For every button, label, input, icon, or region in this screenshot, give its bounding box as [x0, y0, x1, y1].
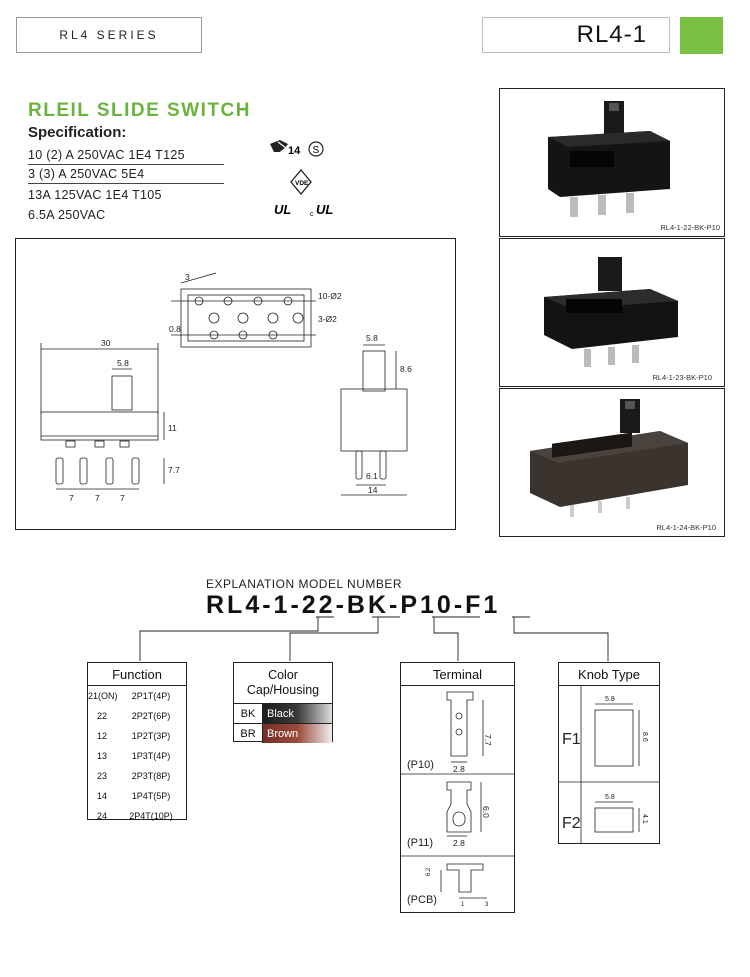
dim-text: 6.2 — [426, 867, 432, 876]
terminal-title: Terminal — [401, 663, 514, 686]
dim-text: 5.8 — [117, 358, 129, 368]
color-row: BK Black — [234, 703, 332, 723]
spec-line-3: 13A 125VAC 1E4 T105 — [28, 188, 162, 202]
photo-caption: RL4-1-23-BK-P10 — [652, 373, 712, 382]
photo-caption: RL4-1-24-BK-P10 — [656, 523, 716, 532]
dim-text: 8.6 — [641, 732, 648, 742]
connector-lines — [139, 616, 609, 661]
switch-photo-icon: RL4-1-24-BK-P10 — [530, 399, 716, 532]
enec-number: 14 — [288, 145, 301, 157]
dim-text: 3 — [185, 272, 190, 282]
function-row: 21(ON)2P1T(4P) — [88, 691, 171, 701]
dim-text: 7.7 — [483, 734, 493, 746]
color-title: Color Cap/Housing — [234, 663, 332, 703]
switch-photo-icon: RL4-1-22-BK-P10 — [548, 101, 720, 232]
spec-heading: Specification: — [28, 124, 127, 141]
dim-text: 7 — [120, 493, 125, 503]
series-label: RL4 SERIES — [16, 17, 202, 53]
dim-text: 6.0 — [481, 806, 491, 818]
dim-text: 5.8 — [605, 794, 615, 801]
dim-text: 1 — [461, 902, 465, 908]
accent-square — [680, 17, 723, 54]
dim-text: 3-Ø2 — [318, 314, 337, 324]
function-title: Function — [88, 663, 186, 686]
dim-text: 4.1 — [641, 814, 648, 824]
dim-text: 30 — [101, 338, 111, 348]
color-row: BR Brown — [234, 723, 332, 743]
color-swatch-brown: Brown — [263, 724, 332, 743]
spec-rule — [28, 183, 224, 184]
model-title: RL4-1 — [482, 17, 670, 53]
dim-text: 7.7 — [168, 465, 180, 475]
technical-drawing: 3 10-Ø2 3-Ø2 0.8 30 5.8 11 7.7 7 7 7 5.8… — [15, 238, 456, 530]
knob-drawings: F1 5.8 8.6 F2 5.8 4.1 — [559, 686, 659, 844]
knob-label: F2 — [562, 815, 581, 832]
terminal-drawings: 7.7 2.8 (P10) 6.0 2.8 (P11) 6.2 1 3 (PCB… — [401, 691, 514, 908]
ul-mark-icon: UL c UL — [274, 202, 333, 218]
color-panel: Color Cap/Housing BK Black BR Brown — [233, 662, 333, 743]
dim-text: 7 — [95, 493, 100, 503]
dim-text: 5.8 — [366, 333, 378, 343]
knob-panel: Knob Type F1 5.8 8.6 F2 5.8 4.1 — [558, 662, 660, 844]
terminal-label: (P10) — [407, 759, 434, 771]
spec-rule — [28, 164, 224, 165]
color-swatch-black: Black — [263, 704, 332, 723]
dim-text: 0.8 — [169, 324, 181, 334]
color-title-line1: Color — [268, 668, 298, 682]
dim-text: 3 — [485, 902, 489, 908]
color-title-line2: Cap/Housing — [246, 683, 320, 697]
terminal-panel: Terminal 7.7 2.8 (P10) 6.0 2.8 (P11) 6.2… — [400, 662, 515, 913]
dimension-drawing: 3 10-Ø2 3-Ø2 0.8 30 5.8 11 7.7 7 7 7 5.8… — [40, 272, 412, 503]
switch-photo-icon: RL4-1-23-BK-P10 — [544, 257, 712, 382]
dim-text: 14 — [368, 485, 378, 495]
dim-text: 8.6 — [400, 364, 412, 374]
ul-text: UL — [274, 202, 291, 217]
dim-text: 6.1 — [366, 471, 378, 481]
terminal-label: (PCB) — [407, 894, 437, 906]
vde-mark-icon: VDE — [290, 168, 312, 196]
s-mark-text: S — [313, 145, 320, 156]
model-code: RL4-1-22-BK-P10-F1 — [206, 591, 501, 619]
vde-text: VDE — [295, 180, 309, 187]
dim-text: 10-Ø2 — [318, 291, 342, 301]
product-title: RLEIL SLIDE SWITCH — [28, 100, 251, 121]
cul-prefix: c — [310, 211, 314, 218]
s-mark-icon: S — [308, 141, 324, 157]
photo-caption: RL4-1-22-BK-P10 — [660, 223, 720, 232]
dim-text: 2.8 — [453, 838, 465, 848]
cul-text: UL — [316, 202, 333, 217]
dim-text: 2.8 — [453, 764, 465, 774]
dim-text: 5.8 — [605, 696, 615, 703]
dim-text: 7 — [69, 493, 74, 503]
knob-title: Knob Type — [559, 663, 659, 686]
dim-text: 11 — [168, 423, 177, 433]
product-photo-1: RL4-1-22-BK-P10 — [499, 88, 725, 237]
knob-label: F1 — [562, 731, 581, 748]
spec-line-1: 10 (2) A 250VAC 1E4 T125 — [28, 148, 185, 162]
terminal-label: (P11) — [407, 837, 433, 849]
product-photo-2: RL4-1-23-BK-P10 — [499, 238, 725, 387]
enec-mark-icon: 14 — [270, 140, 301, 157]
spec-line-4: 6.5A 250VAC — [28, 208, 106, 222]
certification-marks-icon: 14 S VDE UL c UL — [270, 140, 333, 218]
product-photo-3: RL4-1-24-BK-P10 — [499, 388, 725, 537]
explanation-heading: EXPLANATION MODEL NUMBER — [206, 577, 403, 591]
spec-line-2: 3 (3) A 250VAC 5E4 — [28, 167, 145, 181]
